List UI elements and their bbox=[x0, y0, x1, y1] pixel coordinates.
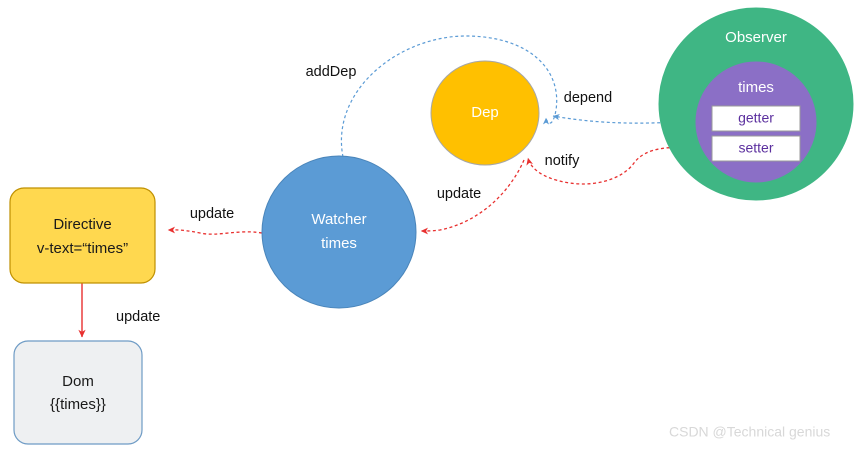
edge-update-dep-watcher: update bbox=[420, 159, 525, 235]
node-dep-label: Dep bbox=[471, 104, 499, 121]
node-getter-shape[interactable] bbox=[711, 105, 801, 132]
edge-label-update-dep-watcher: update bbox=[437, 186, 481, 202]
node-observer-label: Observer bbox=[725, 29, 787, 46]
node-dep-shape[interactable] bbox=[430, 60, 540, 166]
edge-notify: notify bbox=[526, 146, 715, 185]
node-directive[interactable]: Directive v-text=“times” bbox=[9, 187, 156, 284]
edge-label-notify: notify bbox=[545, 153, 580, 169]
watermark-text: CSDN @Technical genius bbox=[669, 424, 830, 440]
node-getter-label: getter bbox=[738, 110, 774, 126]
edge-add-dep: addDep bbox=[306, 35, 558, 158]
node-dom-line2: {{times}} bbox=[50, 396, 106, 413]
edge-update-dep-watcher-path bbox=[420, 159, 525, 235]
edge-update-watcher-directive-path bbox=[167, 226, 263, 235]
node-getter[interactable]: getter bbox=[711, 105, 801, 132]
node-directive-shape[interactable] bbox=[9, 187, 156, 284]
node-directive-line2: v-text=“times” bbox=[37, 240, 128, 257]
edge-update-watcher-directive: update bbox=[167, 206, 263, 235]
node-times-label: times bbox=[738, 79, 774, 96]
node-times[interactable]: times getter setter bbox=[695, 61, 817, 183]
edge-update-directive-dom: update bbox=[78, 283, 160, 338]
node-watcher[interactable]: Watcher times bbox=[261, 155, 417, 309]
edge-label-update-directive-dom: update bbox=[116, 309, 160, 325]
node-setter-shape[interactable] bbox=[711, 135, 801, 162]
node-dep[interactable]: Dep bbox=[430, 60, 540, 166]
node-observer[interactable]: Observer times getter setter bbox=[658, 7, 854, 201]
edge-add-dep-path bbox=[340, 35, 558, 158]
node-dom-line1: Dom bbox=[62, 373, 94, 390]
node-dom-shape[interactable] bbox=[13, 340, 143, 445]
edge-notify-path bbox=[526, 146, 715, 185]
node-setter[interactable]: setter bbox=[711, 135, 801, 162]
node-watcher-line1: Watcher bbox=[311, 211, 366, 228]
node-directive-line1: Directive bbox=[53, 216, 111, 233]
edge-label-add-dep: addDep bbox=[306, 64, 357, 80]
edge-label-depend: depend bbox=[564, 90, 612, 106]
node-dom[interactable]: Dom {{times}} bbox=[13, 340, 143, 445]
edge-label-update-watcher-directive: update bbox=[190, 206, 234, 222]
node-setter-label: setter bbox=[738, 140, 773, 156]
node-watcher-shape[interactable] bbox=[261, 155, 417, 309]
node-watcher-line2: times bbox=[321, 235, 357, 252]
